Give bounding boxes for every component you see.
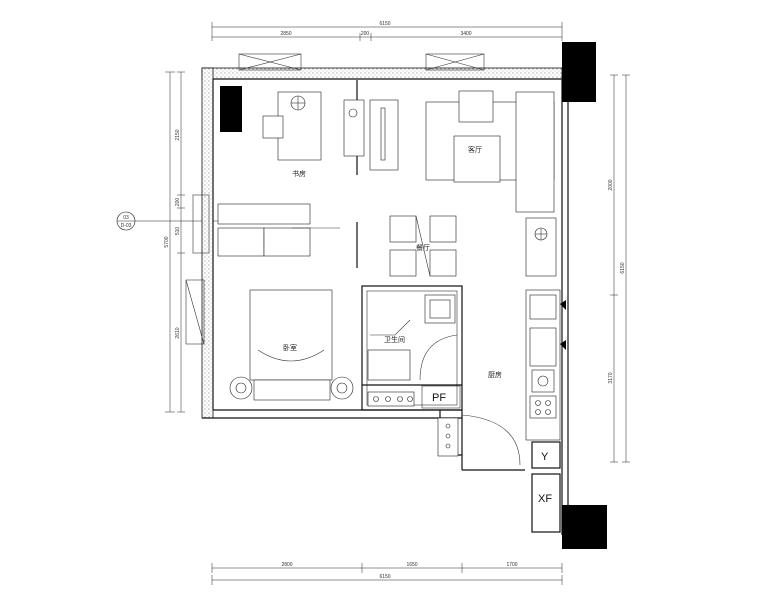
- bottom-dimension-group: 2800 1650 1700 6150: [211, 562, 563, 585]
- dim-left-1: 2150: [175, 129, 181, 140]
- wardrobe: [217, 203, 340, 257]
- dim-top-total: 6150: [379, 21, 390, 27]
- top-windows: [238, 53, 485, 71]
- dim-top-right: 3400: [460, 31, 471, 37]
- study-furniture: [262, 91, 399, 171]
- dim-bottom-right: 1700: [506, 562, 517, 568]
- dim-left-2: 200: [175, 198, 181, 207]
- dining-furniture: [389, 215, 457, 277]
- room-label-bedroom: 卧室: [283, 343, 297, 352]
- top-dimension-group: 6150 2850 200 3400: [211, 21, 563, 41]
- dim-bottom-total: 6150: [379, 574, 390, 580]
- dim-right-2: 3170: [608, 372, 614, 383]
- bedroom-furniture: [229, 289, 354, 401]
- dim-left-4: 2610: [175, 327, 181, 338]
- room-label-study: 书房: [292, 169, 306, 178]
- right-dimension-group: 2000 3170 6150: [608, 74, 630, 463]
- section-mark-ref: D-03: [121, 223, 132, 229]
- section-mark-number: 03: [123, 215, 129, 221]
- structural-columns: [220, 42, 607, 549]
- room-label-kitchen: 厨房: [488, 370, 502, 379]
- dim-left-3: 510: [175, 227, 181, 236]
- room-label-bathroom: 卫生间: [384, 335, 405, 344]
- shaft-pf: PF: [421, 385, 461, 409]
- dim-top-mid: 200: [361, 31, 370, 37]
- shaft-label-y: Y: [541, 451, 549, 463]
- living-furniture: [425, 90, 557, 277]
- dim-bottom-left: 2800: [281, 562, 292, 568]
- left-windows: [185, 194, 210, 345]
- room-label-living: 客厅: [468, 145, 482, 154]
- shaft-label-pf: PF: [432, 392, 446, 404]
- shaft-xf: XF: [531, 473, 561, 533]
- dim-right-1: 2000: [608, 179, 614, 190]
- shaft-label-xf: XF: [538, 493, 552, 505]
- kitchen-fixtures: [437, 289, 566, 466]
- dim-left-total: 5700: [164, 236, 170, 247]
- dim-right-total: 6150: [620, 262, 626, 273]
- left-dimension-group: 5700 2150 200 510 2610: [164, 71, 185, 413]
- room-label-dining: 餐厅: [416, 243, 430, 252]
- shaft-y: Y: [531, 441, 561, 469]
- bathroom-fixtures: [367, 294, 458, 407]
- dim-top-left: 2850: [280, 31, 291, 37]
- dim-bottom-mid: 1650: [406, 562, 417, 568]
